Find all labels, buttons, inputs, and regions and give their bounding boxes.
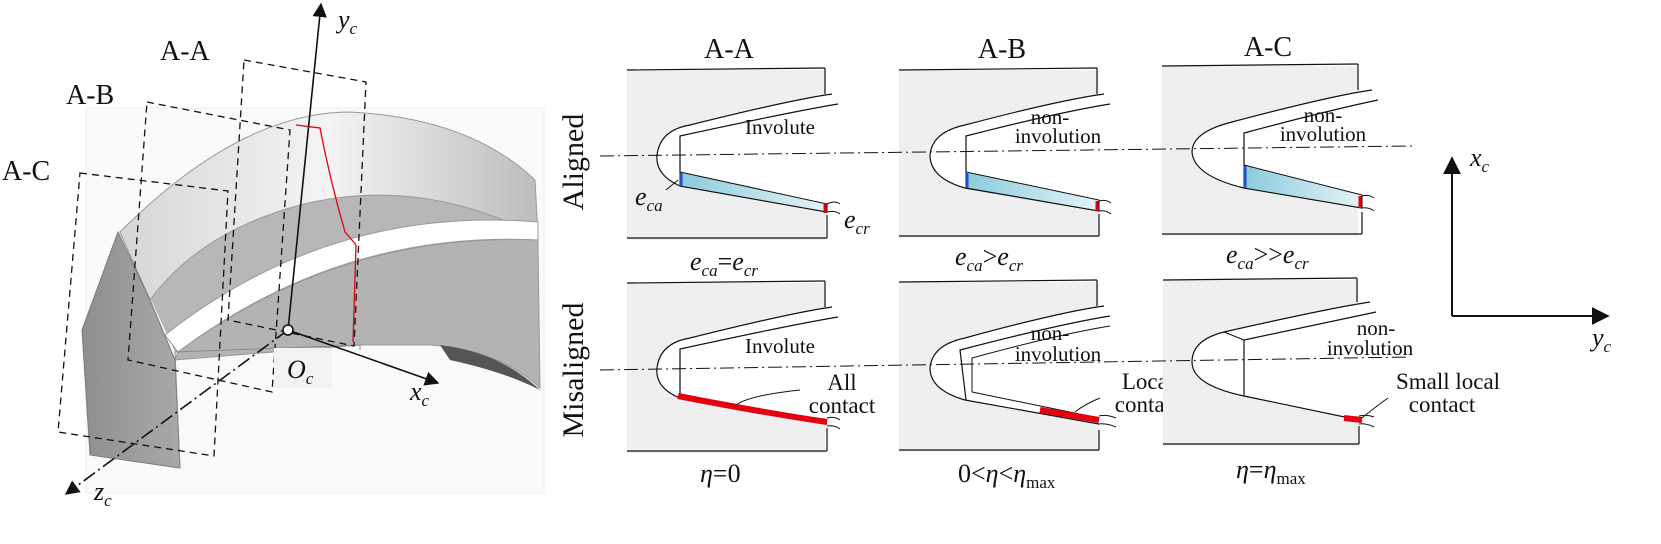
contact-label-all: All [827, 370, 856, 395]
svg-text:xc: xc [409, 377, 430, 410]
row-label-misaligned: Misaligned [557, 303, 590, 438]
section-plane-a-c [57, 172, 229, 457]
caption-aligned-a-b: eca>ecr [955, 242, 1023, 275]
profile-label-non-involution-m: non- [1031, 321, 1070, 345]
axis-zc [64, 329, 289, 495]
svg-text:ecr: ecr [844, 205, 870, 238]
row-label-aligned: Aligned [557, 114, 590, 211]
profile-label-non-involution-2: non- [1304, 103, 1343, 127]
label-eca: e [635, 182, 647, 211]
section-plane-a-a [227, 59, 367, 347]
section-plane-a-b [127, 101, 291, 393]
profile-label-involute-m: Involute [745, 334, 815, 358]
svg-text:xc: xc [1469, 143, 1490, 176]
caption-aligned-a-a: eca=ecr [690, 247, 758, 280]
svg-text:involution: involution [1327, 336, 1414, 360]
axis-xc [287, 329, 440, 386]
axis-label-right-yc: y [1589, 323, 1604, 352]
label-ecr: e [844, 205, 856, 234]
contact-label-small-local: Small local [1396, 369, 1500, 394]
panel-aligned-a-b: non- involution [898, 67, 1112, 238]
axis-yc [287, 2, 327, 331]
section-label-a-a: A-A [160, 36, 211, 67]
svg-text:zc: zc [93, 477, 112, 510]
misaligned-center-line [599, 356, 1411, 371]
reference-axes: xc yc [1443, 143, 1612, 356]
section-label-a-c: A-C [2, 156, 50, 187]
column-header-a-b: A-B [978, 34, 1026, 65]
caption-misaligned-a-b: 0<η<ηmax [958, 459, 1056, 492]
origin-label: O [287, 355, 306, 384]
profile-label-involute: Involute [745, 115, 815, 139]
svg-text:contact: contact [1409, 392, 1476, 417]
column-header-a-a: A-A [704, 34, 755, 65]
panel-misaligned-a-b: non- involution Local contact [898, 279, 1182, 452]
section-label-a-b: A-B [66, 80, 114, 111]
svg-text:yc: yc [1589, 323, 1612, 356]
contact-line-red [295, 124, 357, 343]
axis-label-right-xc: x [1469, 143, 1482, 172]
svg-text:Oc: Oc [287, 355, 314, 388]
profile-label-non-involution-m2: non- [1357, 316, 1396, 340]
svg-text:involution: involution [1280, 122, 1367, 146]
axis-label-zc: z [93, 477, 104, 506]
gear-3d-view: Oc yc xc zc A-A A-B A-C [2, 2, 545, 510]
panel-aligned-a-c: non- involution [1161, 63, 1379, 236]
svg-text:contact: contact [809, 393, 876, 418]
svg-text:yc: yc [335, 5, 358, 38]
caption-aligned-a-c: eca>>ecr [1226, 240, 1309, 273]
panel-misaligned-a-a: Involute All contact [626, 280, 876, 453]
caption-misaligned-a-a: η=0 [700, 459, 741, 488]
column-header-a-c: A-C [1244, 32, 1292, 63]
profile-label-non-involution: non- [1031, 105, 1070, 129]
caption-misaligned-a-c: η=ηmax [1236, 455, 1306, 488]
gear-groove [164, 219, 539, 353]
aligned-center-line [599, 145, 1413, 157]
axis-label-yc: y [335, 5, 350, 34]
origin-marker [282, 324, 294, 336]
axis-label-xc: x [409, 377, 422, 406]
svg-text:eca: eca [635, 182, 663, 215]
svg-text:involution: involution [1015, 124, 1102, 148]
gear-bottom-shadow [440, 345, 540, 390]
panel-misaligned-a-c: non- involution Small local contact [1162, 277, 1500, 446]
